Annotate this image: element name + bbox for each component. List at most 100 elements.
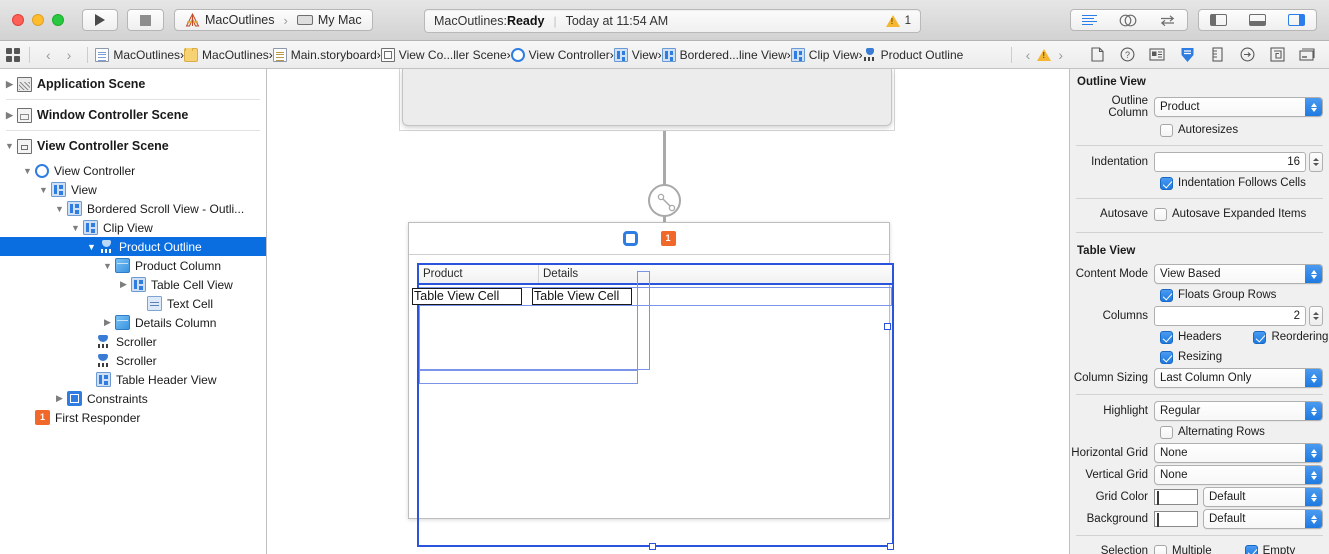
warning-icon[interactable] xyxy=(1037,48,1052,61)
background-color-well[interactable] xyxy=(1154,511,1198,527)
activity-status-bar[interactable]: MacOutlines: Ready | Today at 11:54 AM 1 xyxy=(424,9,921,33)
segue-badge[interactable] xyxy=(648,184,681,217)
grid-color-select[interactable]: Default xyxy=(1203,487,1323,507)
outline-item-view-controller-scene[interactable]: ▼ View Controller Scene xyxy=(0,131,266,161)
navigate-back-button[interactable]: ‹ xyxy=(46,46,51,63)
resize-handle-bottom-right[interactable] xyxy=(887,543,894,550)
table-header-view[interactable]: Product Details xyxy=(419,265,892,285)
floats-group-rows-checkbox[interactable]: Floats Group Rows xyxy=(1160,288,1276,302)
disclosure-triangle-collapsed-icon[interactable]: ▶ xyxy=(104,317,111,327)
outline-item-details-column[interactable]: ▶ Details Column xyxy=(0,313,266,332)
vertical-grid-select[interactable]: None xyxy=(1154,465,1323,485)
breadcrumb-item-scroll-view[interactable]: Bordered...line View xyxy=(661,47,787,62)
first-responder-icon[interactable] xyxy=(660,231,676,246)
outline-item-view[interactable]: ▼ View xyxy=(0,180,266,199)
indentation-follows-cells-checkbox[interactable]: Indentation Follows Cells xyxy=(1160,176,1306,190)
quick-help-inspector-tab[interactable]: ? xyxy=(1119,47,1135,63)
column-header-details[interactable]: Details xyxy=(543,268,579,280)
assistant-editor-button[interactable] xyxy=(1108,9,1148,31)
outline-item-application-scene[interactable]: ▶ Application Scene xyxy=(0,69,266,99)
alternating-rows-checkbox[interactable]: Alternating Rows xyxy=(1160,425,1265,439)
background-select[interactable]: Default xyxy=(1203,509,1323,529)
column-sizing-select[interactable]: Last Column Only xyxy=(1154,368,1323,388)
previous-issue-button[interactable]: ‹ xyxy=(1025,46,1031,63)
stop-button[interactable] xyxy=(127,9,164,31)
selection-empty-checkbox[interactable]: Empty xyxy=(1244,544,1295,554)
zoom-window-button[interactable] xyxy=(52,14,64,26)
outline-item-view-controller[interactable]: ▼ View Controller xyxy=(0,161,266,180)
outline-item-first-responder[interactable]: ▶ First Responder xyxy=(0,408,266,427)
attributes-inspector[interactable]: Outline View Outline Column Product Auto… xyxy=(1070,69,1329,554)
disclosure-triangle-expanded-icon[interactable]: ▼ xyxy=(103,260,112,271)
navigate-forward-button[interactable]: › xyxy=(66,46,72,63)
table-view-cell-details[interactable]: Table View Cell xyxy=(532,288,632,305)
breadcrumb-item-scene[interactable]: View Co...ller Scene xyxy=(380,47,507,62)
file-inspector-tab[interactable] xyxy=(1089,47,1105,63)
connections-inspector-tab[interactable] xyxy=(1239,47,1255,63)
outline-item-scroller-1[interactable]: ▶ Scroller xyxy=(0,332,266,351)
view-controller-placeholder-icon[interactable] xyxy=(622,231,638,246)
autosave-expanded-items-checkbox[interactable]: Autosave Expanded Items xyxy=(1154,207,1306,221)
selection-multiple-checkbox[interactable]: Multiple xyxy=(1154,544,1212,554)
attributes-inspector-tab[interactable] xyxy=(1179,47,1195,63)
columns-stepper[interactable] xyxy=(1309,306,1323,326)
breadcrumb-item-view-controller[interactable]: View Controller xyxy=(510,47,610,62)
close-window-button[interactable] xyxy=(12,14,24,26)
breadcrumb-item-folder[interactable]: MacOutlines xyxy=(184,47,269,62)
outline-item-constraints[interactable]: ▶ Constraints xyxy=(0,389,266,408)
identity-inspector-tab[interactable] xyxy=(1149,47,1165,63)
bindings-inspector-tab[interactable] xyxy=(1269,47,1285,63)
scheme-item[interactable]: MacOutlines xyxy=(185,12,274,28)
autoresizes-checkbox[interactable]: Autoresizes xyxy=(1160,123,1238,137)
disclosure-triangle-collapsed-icon[interactable]: ▶ xyxy=(120,279,127,289)
disclosure-triangle-collapsed-icon[interactable]: ▶ xyxy=(56,393,63,403)
toggle-navigator-button[interactable] xyxy=(1199,9,1238,31)
effects-inspector-tab[interactable] xyxy=(1299,47,1315,63)
table-view-cell-product[interactable]: Table View Cell xyxy=(412,288,522,305)
outline-item-window-controller-scene[interactable]: ▶ Window Controller Scene xyxy=(0,100,266,130)
toggle-utilities-button[interactable] xyxy=(1277,9,1316,31)
horizontal-grid-select[interactable]: None xyxy=(1154,443,1323,463)
outline-item-text-cell[interactable]: ▶ Text Cell xyxy=(0,294,266,313)
outline-item-scroller-2[interactable]: ▶ Scroller xyxy=(0,351,266,370)
columns-input[interactable]: 2 xyxy=(1154,306,1306,326)
disclosure-triangle-expanded-icon[interactable]: ▼ xyxy=(55,203,64,214)
document-outline[interactable]: ▶ Application Scene ▶ Window Controller … xyxy=(0,69,267,554)
disclosure-triangle-collapsed-icon[interactable]: ▶ xyxy=(6,78,13,89)
view-controller-scene-canvas[interactable]: Product Details Table View Cell Table Vi… xyxy=(408,222,894,550)
reordering-checkbox[interactable]: Reordering xyxy=(1253,330,1328,344)
indentation-stepper[interactable] xyxy=(1309,152,1323,172)
resize-handle-right[interactable] xyxy=(884,323,891,330)
next-issue-button[interactable]: › xyxy=(1058,46,1063,63)
window-controller-scene-body[interactable] xyxy=(402,69,892,126)
resizing-checkbox[interactable]: Resizing xyxy=(1160,350,1222,364)
headers-checkbox[interactable]: Headers xyxy=(1160,330,1221,344)
standard-editor-button[interactable] xyxy=(1071,9,1108,31)
outline-item-product-column[interactable]: ▼ Product Column xyxy=(0,256,266,275)
outline-item-product-outline[interactable]: ▼ Product Outline xyxy=(0,237,266,256)
related-items-icon[interactable] xyxy=(6,47,20,62)
version-editor-button[interactable] xyxy=(1148,9,1187,31)
storyboard-canvas[interactable]: Product Details Table View Cell Table Vi… xyxy=(267,69,1070,554)
disclosure-triangle-collapsed-icon[interactable]: ▶ xyxy=(6,109,13,120)
run-button[interactable] xyxy=(82,9,118,31)
outline-item-table-header-view[interactable]: ▶ Table Header View xyxy=(0,370,266,389)
breadcrumb-item-view[interactable]: View xyxy=(613,47,658,62)
grid-color-well[interactable] xyxy=(1154,489,1198,505)
disclosure-triangle-expanded-icon[interactable]: ▼ xyxy=(87,241,96,252)
outline-item-bordered-scroll-view[interactable]: ▼ Bordered Scroll View - Outli... xyxy=(0,199,266,218)
disclosure-triangle-expanded-icon[interactable]: ▼ xyxy=(23,165,32,176)
outline-item-table-cell-view[interactable]: ▶ Table Cell View xyxy=(0,275,266,294)
breadcrumb-item-storyboard[interactable]: Main.storyboard xyxy=(272,47,377,62)
resize-handle-bottom[interactable] xyxy=(649,543,656,550)
issue-counter[interactable]: 1 xyxy=(885,15,911,27)
outline-column-select[interactable]: Product xyxy=(1154,97,1323,117)
disclosure-triangle-expanded-icon[interactable]: ▼ xyxy=(71,222,80,233)
disclosure-triangle-expanded-icon[interactable]: ▼ xyxy=(5,141,14,151)
content-mode-select[interactable]: View Based xyxy=(1154,264,1323,284)
indentation-input[interactable]: 16 xyxy=(1154,152,1306,172)
highlight-select[interactable]: Regular xyxy=(1154,401,1323,421)
size-inspector-tab[interactable] xyxy=(1209,47,1225,63)
disclosure-triangle-expanded-icon[interactable]: ▼ xyxy=(39,184,48,195)
outline-item-clip-view[interactable]: ▼ Clip View xyxy=(0,218,266,237)
